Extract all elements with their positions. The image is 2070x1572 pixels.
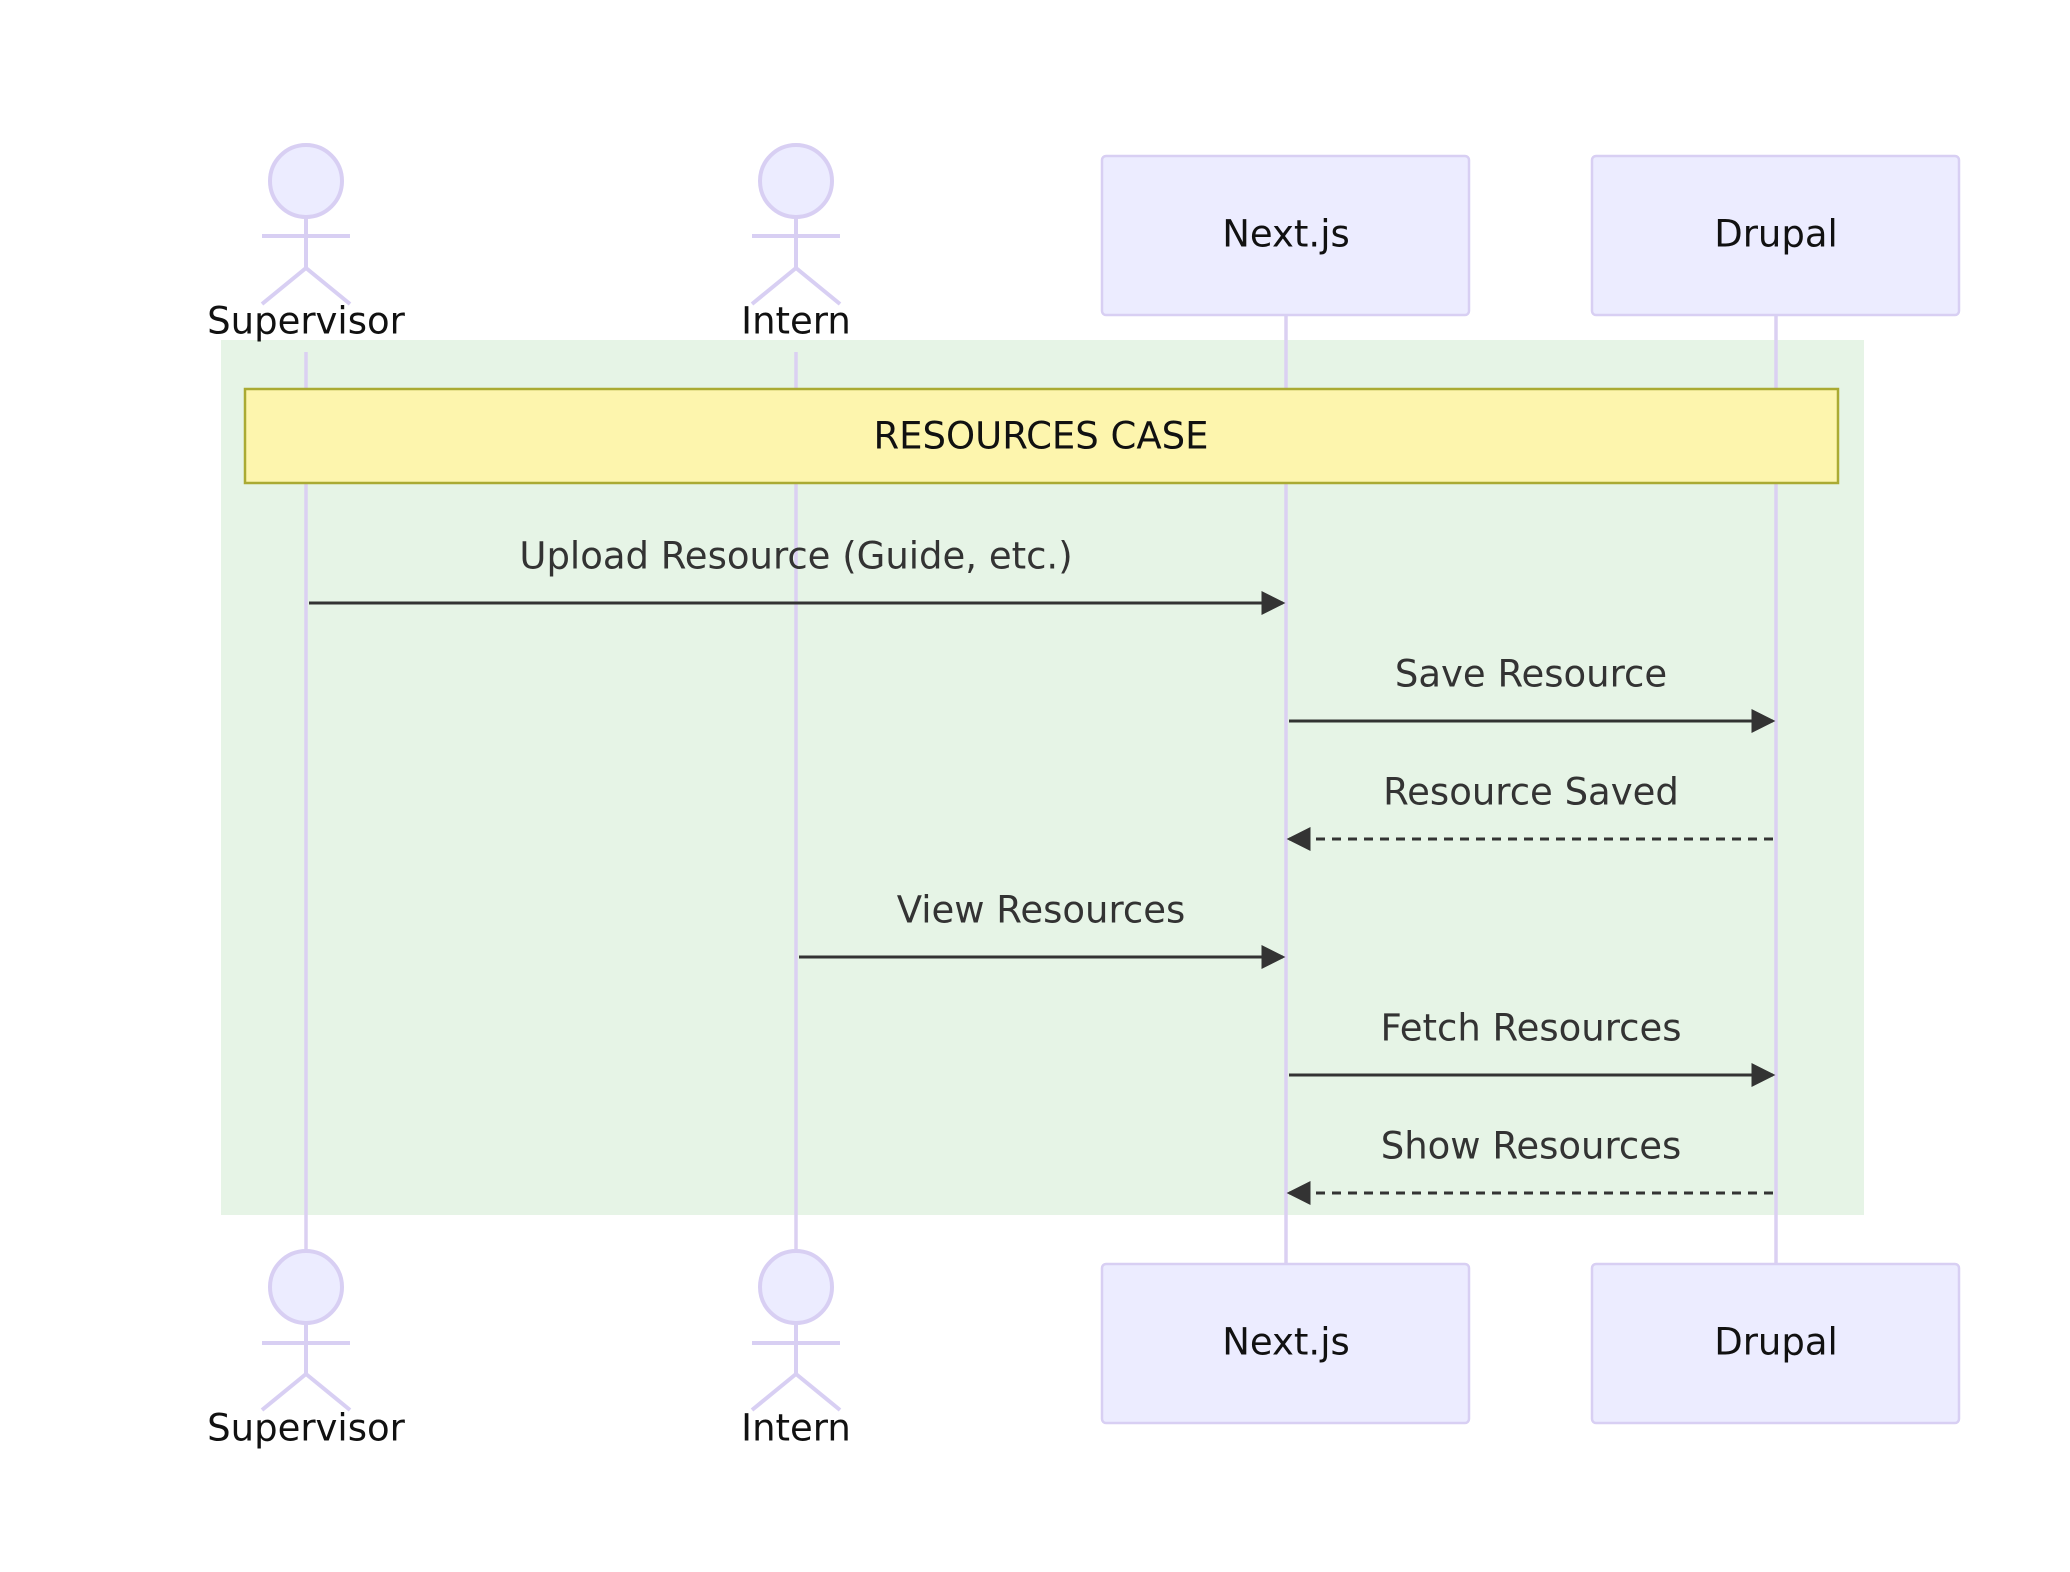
actor-supervisor-bottom[interactable]: Supervisor [207,1249,406,1450]
participant-box [1590,1262,1961,1425]
actor-icon [750,1249,842,1412]
message-4: View Resources [799,889,1286,969]
message-3: Resource Saved [1286,771,1773,851]
participant-label: Drupal [1714,1321,1838,1364]
message-label: Show Resources [1381,1125,1682,1168]
participant-label: Intern [741,1407,851,1450]
message-2: Save Resource [1289,653,1776,733]
message-label: Save Resource [1395,653,1667,696]
note-box [243,387,1840,485]
actor-intern-bottom[interactable]: Intern [741,1249,851,1450]
participant-box [1590,154,1961,317]
messages-layer: Upload Resource (Guide, etc.) Save Resour… [309,535,1776,1205]
message-label: Resource Saved [1383,771,1679,814]
participant-label: Supervisor [207,1407,405,1450]
message-1: Upload Resource (Guide, etc.) [309,535,1286,615]
message-6: Show Resources [1286,1125,1773,1205]
message-label: Upload Resource (Guide, etc.) [519,535,1072,578]
actor-icon [260,1249,352,1412]
participant-box [1100,154,1471,317]
participant-drupal-bottom[interactable]: Drupal [1590,1262,1961,1425]
participant-label: Next.js [1222,1321,1350,1364]
actor-intern-top[interactable]: Intern [741,143,851,343]
participant-label: Supervisor [207,300,405,343]
participant-nextjs-top[interactable]: Next.js [1100,154,1471,317]
message-label: Fetch Resources [1380,1007,1681,1050]
actor-supervisor-top[interactable]: Supervisor [207,143,406,343]
participant-box [1100,1262,1471,1425]
actor-icon [750,143,842,306]
participant-label: Next.js [1222,213,1350,256]
actor-icon [260,143,352,306]
participant-label: Drupal [1714,213,1838,256]
note-label: RESOURCES CASE [873,415,1208,458]
participant-nextjs-bottom[interactable]: Next.js [1100,1262,1471,1425]
rect-block-highlight [221,340,1864,1215]
participant-label: Intern [741,300,851,343]
message-label: View Resources [897,889,1186,932]
message-5: Fetch Resources [1289,1007,1776,1087]
participant-drupal-top[interactable]: Drupal [1590,154,1961,317]
